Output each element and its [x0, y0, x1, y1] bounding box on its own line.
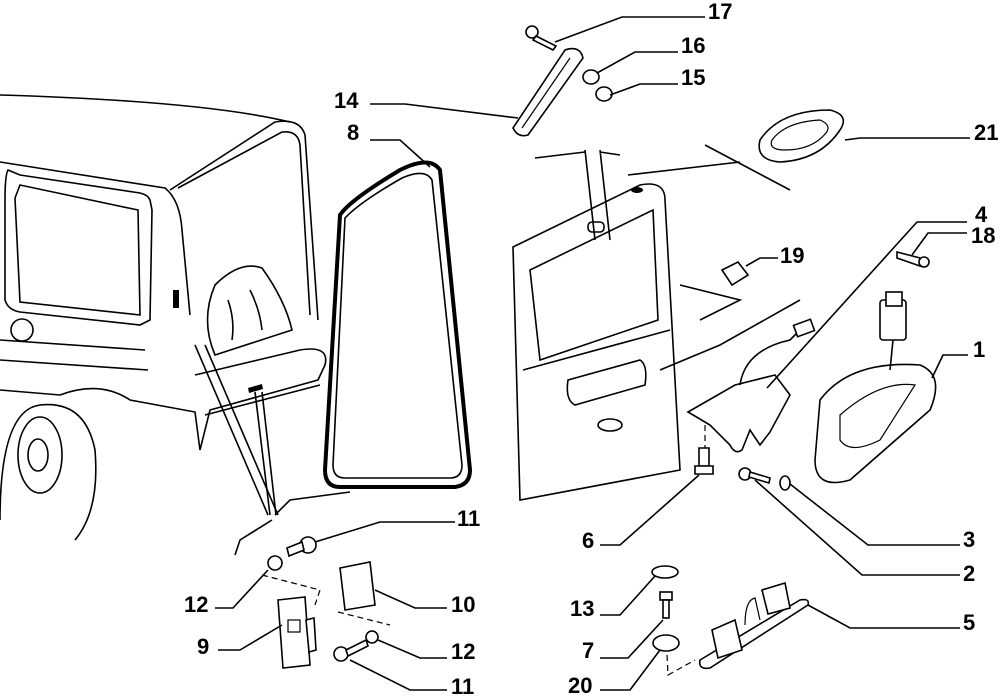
callout-16: 16 — [681, 33, 705, 58]
vehicle-body — [0, 94, 351, 556]
part-17-bolt — [525, 25, 558, 52]
part-6-bolt — [694, 447, 714, 475]
part-8-door-seal — [322, 160, 473, 489]
part-3-washer — [779, 475, 791, 491]
callout-4: 4 — [975, 202, 988, 227]
part-13-cap — [651, 565, 679, 579]
callout-19: 19 — [780, 243, 804, 268]
rear-light-marker — [173, 290, 179, 308]
callout-11-upper: 11 — [457, 506, 480, 531]
callout-20: 20 — [568, 673, 592, 697]
part-16-washer — [582, 69, 600, 85]
part-10-bump-stop — [339, 561, 376, 611]
callout-21: 21 — [974, 120, 998, 145]
part-21-grommet — [758, 109, 845, 163]
part-12-washer-lower — [365, 630, 379, 644]
callout-5: 5 — [963, 610, 975, 635]
part-4-lock — [686, 318, 816, 465]
part-14-check-strap — [512, 47, 584, 137]
callout-14: 14 — [334, 88, 359, 113]
part-2-screw — [738, 467, 771, 485]
part-20-washer — [652, 634, 680, 652]
callout-15: 15 — [681, 65, 705, 90]
callout-3: 3 — [963, 527, 975, 552]
callout-11-lower: 11 — [451, 674, 474, 697]
callout-7: 7 — [582, 638, 594, 663]
callout-8: 8 — [347, 120, 359, 145]
part-1-handle — [814, 291, 937, 484]
part-9-striker — [277, 596, 317, 669]
part-19-clip — [720, 260, 750, 287]
callout-10: 10 — [451, 592, 475, 617]
callout-9: 9 — [197, 634, 209, 659]
part-11-bolt-upper — [286, 536, 317, 558]
callout-1: 1 — [973, 337, 985, 362]
leader-lines — [215, 16, 970, 691]
part-7-bolt — [659, 591, 673, 619]
part-5-hinge-bracket — [698, 581, 810, 670]
part-15-nut — [595, 86, 613, 102]
part-18-screw — [896, 250, 930, 268]
callout-12-upper: 12 — [184, 592, 208, 617]
callout-2: 2 — [963, 561, 975, 586]
part-12-washer-upper — [267, 555, 283, 571]
callout-12-lower: 12 — [451, 639, 475, 664]
callout-18: 18 — [971, 223, 995, 248]
callout-6: 6 — [582, 528, 594, 553]
tailgate-door — [512, 144, 801, 501]
callout-17: 17 — [708, 0, 732, 24]
part-11-bolt-lower — [333, 638, 369, 662]
callout-13: 13 — [570, 596, 594, 621]
